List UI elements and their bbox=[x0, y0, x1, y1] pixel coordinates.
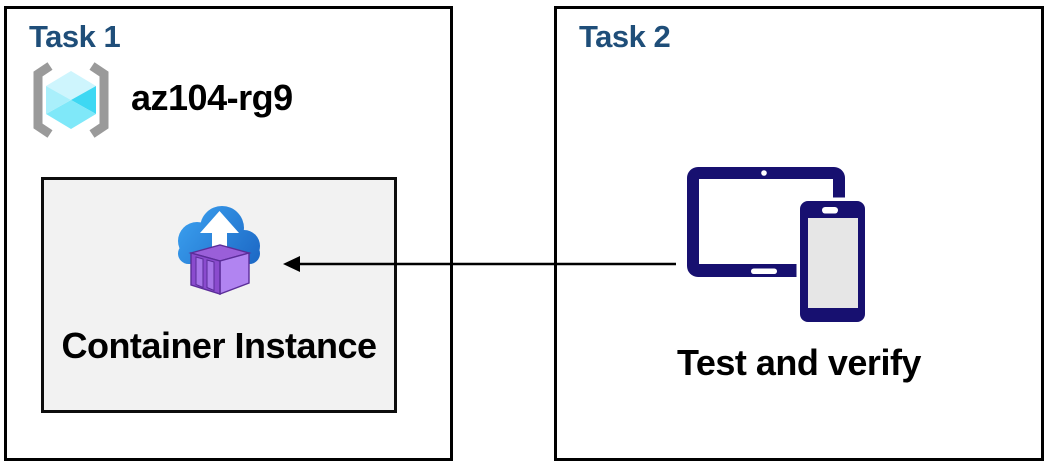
container-instance-box: Container Instance bbox=[41, 177, 397, 413]
resource-group-row: az104-rg9 bbox=[29, 61, 293, 139]
tablet-home-button bbox=[751, 268, 777, 274]
container-instance-label: Container Instance bbox=[61, 325, 377, 366]
container-instance-icon bbox=[178, 206, 260, 296]
left-bracket-shape bbox=[33, 62, 53, 138]
right-bracket-shape bbox=[89, 62, 109, 138]
devices-icon-wrap bbox=[683, 162, 875, 330]
container-box-shape bbox=[188, 244, 252, 296]
phone-screen bbox=[808, 218, 858, 308]
upload-arrow-shape bbox=[200, 211, 239, 262]
resource-group-name: az104-rg9 bbox=[131, 77, 293, 118]
task1-title: Task 1 bbox=[29, 19, 121, 54]
test-and-verify-label: Test and verify bbox=[677, 342, 921, 383]
container-instance-icon-wrap bbox=[169, 196, 269, 303]
tablet-camera-dot bbox=[761, 170, 767, 176]
resource-group-icon bbox=[33, 62, 109, 138]
task2-panel: Task 2 Test and verify bbox=[554, 6, 1044, 461]
phone-icon bbox=[796, 197, 869, 326]
task1-panel: Task 1 az104-rg9 bbox=[4, 6, 453, 461]
phone-speaker bbox=[822, 207, 838, 214]
task2-title: Task 2 bbox=[579, 19, 671, 54]
devices-icon bbox=[687, 167, 869, 326]
